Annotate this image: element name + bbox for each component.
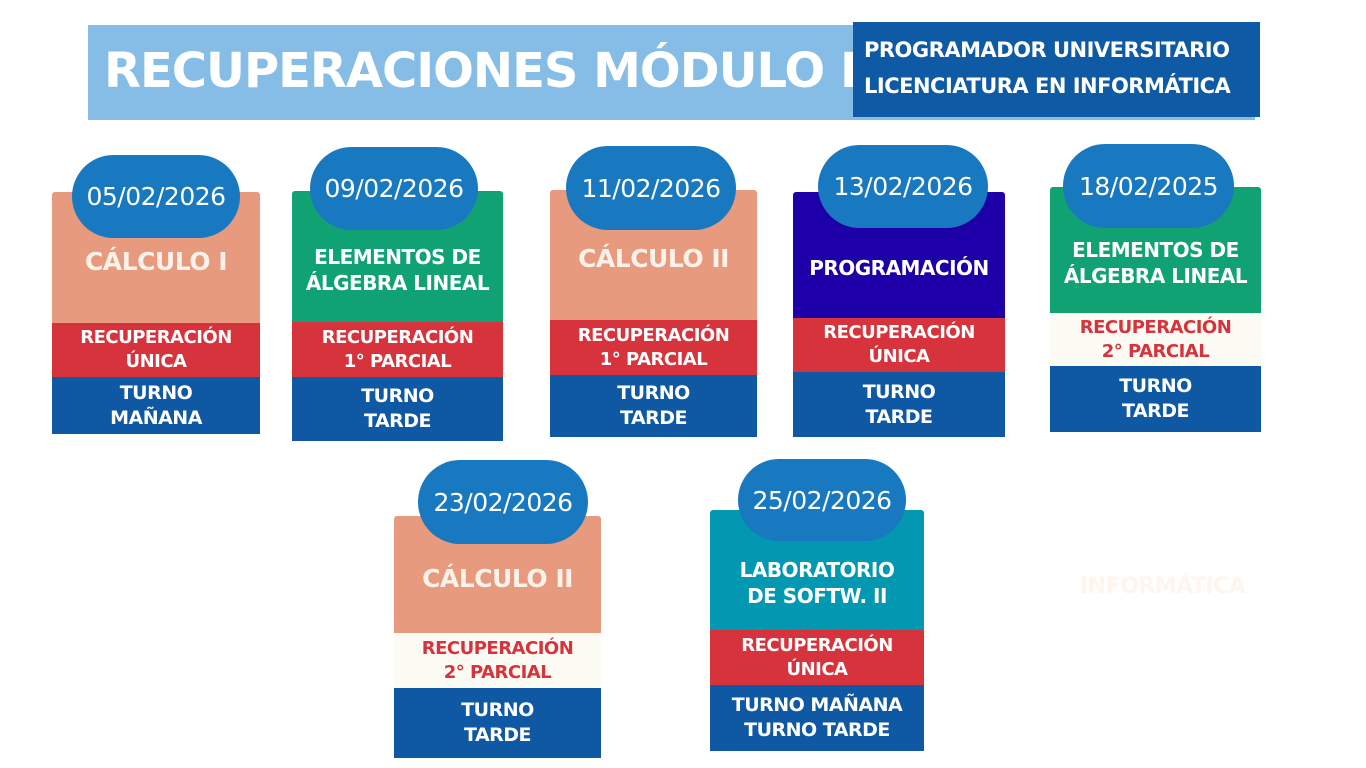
recovery-type: RECUPERACIÓN ÚNICA (793, 318, 1005, 372)
exam-card: LABORATORIO DE SOFTW. II RECUPERACIÓN ÚN… (710, 510, 924, 751)
page-title: RECUPERACIONES MÓDULO II (104, 43, 875, 99)
recovery-type: RECUPERACIÓN 2° PARCIAL (1050, 313, 1261, 366)
date-pill: 23/02/2026 (418, 460, 588, 544)
program-line-2: LICENCIATURA EN INFORMÁTICA (864, 74, 1231, 98)
date-pill: 09/02/2026 (310, 147, 478, 230)
shift: TURNO MAÑANA TURNO TARDE (710, 685, 924, 751)
exam-card: PROGRAMACIÓN RECUPERACIÓN ÚNICA TURNO TA… (793, 192, 1005, 437)
date-pill: 18/02/2025 (1063, 144, 1234, 228)
date-pill: 13/02/2026 (818, 145, 988, 228)
exam-card: ELEMENTOS DE ÁLGEBRA LINEAL RECUPERACIÓN… (1050, 187, 1261, 432)
date-pill: 11/02/2026 (566, 146, 736, 230)
recovery-type: RECUPERACIÓN ÚNICA (710, 630, 924, 685)
shift: TURNO TARDE (292, 377, 503, 441)
program-line-1: PROGRAMADOR UNIVERSITARIO (864, 38, 1230, 62)
recovery-type: RECUPERACIÓN 2° PARCIAL (394, 633, 601, 688)
shift: TURNO TARDE (1050, 366, 1261, 432)
shift: TURNO TARDE (550, 375, 757, 437)
exam-card: CÁLCULO II RECUPERACIÓN 2° PARCIAL TURNO… (394, 516, 601, 758)
shift: TURNO MAÑANA (52, 377, 260, 434)
program-box: PROGRAMADOR UNIVERSITARIO LICENCIATURA E… (853, 22, 1260, 117)
faint-watermark-text: INFORMÁTICA (1080, 574, 1246, 599)
date-pill: 25/02/2026 (738, 459, 906, 541)
recovery-type: RECUPERACIÓN ÚNICA (52, 323, 260, 377)
shift: TURNO TARDE (394, 688, 601, 758)
date-pill: 05/02/2026 (72, 155, 240, 238)
recovery-type: RECUPERACIÓN 1° PARCIAL (292, 322, 503, 377)
shift: TURNO TARDE (793, 372, 1005, 437)
recovery-type: RECUPERACIÓN 1° PARCIAL (550, 320, 757, 375)
